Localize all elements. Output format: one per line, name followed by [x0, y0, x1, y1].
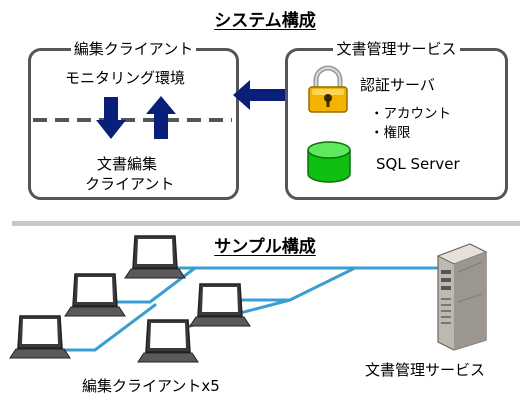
edit-client-box: 編集クライアント モニタリング環境 文書編集 クライアント — [28, 40, 239, 200]
edit-client-box-title: 編集クライアント — [70, 40, 197, 58]
doc-service-box: 文書管理サービス 認証サーバ ・アカウント ・権限 SQL Server — [285, 40, 508, 200]
laptop-icon — [64, 273, 126, 317]
auth-item-account: ・アカウント — [370, 106, 451, 122]
auth-item-permission: ・権限 — [370, 125, 411, 141]
database-icon — [307, 141, 351, 183]
laptop-icon — [137, 319, 199, 363]
padlock-icon — [308, 65, 348, 113]
laptop-icon — [9, 315, 71, 359]
section-divider — [12, 221, 520, 226]
up-arrow-icon — [146, 96, 176, 139]
doc-service-box-title: 文書管理サービス — [333, 40, 460, 58]
server-tower-icon — [436, 243, 488, 351]
server-caption: 文書管理サービス — [365, 361, 486, 379]
sample-section-title: サンプル構成 — [214, 237, 316, 257]
network-line — [60, 303, 157, 352]
double-arrow-icon — [233, 80, 302, 110]
doc-edit-label-line2: クライアント — [85, 175, 175, 193]
doc-edit-label-line1: 文書編集 — [97, 155, 158, 173]
database-label: SQL Server — [376, 155, 460, 173]
monitoring-label: モニタリング環境 — [65, 69, 186, 87]
system-section-title: システム構成 — [214, 11, 316, 31]
auth-server-label: 認証サーバ — [360, 76, 435, 94]
laptop-icon — [124, 235, 186, 279]
clients-caption: 編集クライアントx5 — [82, 377, 220, 395]
laptop-icon — [189, 283, 251, 327]
down-arrow-icon — [96, 97, 126, 139]
